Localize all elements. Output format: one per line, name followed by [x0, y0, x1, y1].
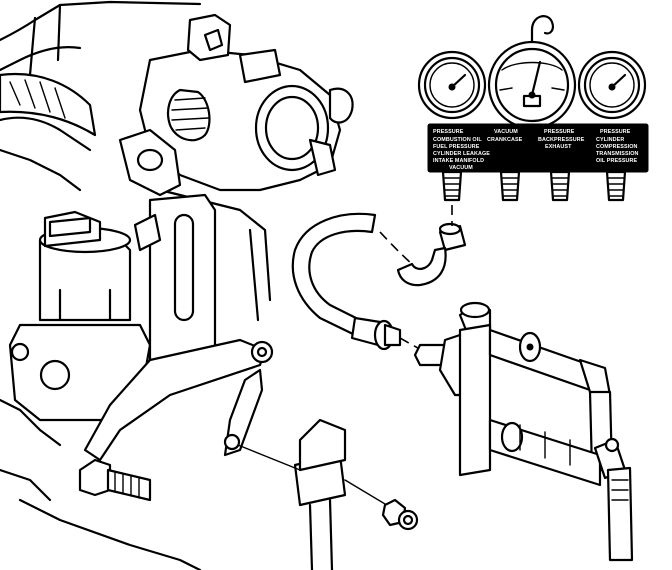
svg-text:INTAKE MANIFOLD: INTAKE MANIFOLD — [433, 158, 484, 164]
col3-header: PRESSURE — [544, 129, 575, 135]
svg-text:CYLINDER LEAKAGE: CYLINDER LEAKAGE — [433, 151, 490, 157]
label-column-3: PRESSURE BACKPRESSURE EXHAUST — [538, 129, 585, 150]
col4-header: PRESSURE — [600, 129, 631, 135]
svg-text:CRANKCASE: CRANKCASE — [487, 137, 523, 143]
svg-text:EXHAUST: EXHAUST — [545, 144, 572, 150]
label-column-2: VACUUM CRANKCASE — [487, 129, 523, 143]
engine-block — [0, 0, 272, 570]
air-intake-duct — [0, 73, 97, 137]
svg-text:TRANSMISSION: TRANSMISSION — [596, 151, 639, 157]
col2-header: VACUUM — [494, 129, 518, 135]
svg-text:OIL PRESSURE: OIL PRESSURE — [596, 158, 638, 164]
hose-fitting — [350, 316, 426, 353]
gauge-ports — [441, 170, 627, 202]
svg-text:BACKPRESSURE: BACKPRESSURE — [538, 137, 585, 143]
svg-text:FUEL PRESSURE: FUEL PRESSURE — [433, 144, 480, 150]
clamp-screw — [344, 479, 419, 531]
label-column-1: PRESSURE COMBUSTION OIL FUEL PRESSURE CY… — [433, 129, 490, 171]
col1-header: PRESSURE — [433, 129, 464, 135]
hose-manifold — [458, 301, 634, 562]
center-vacuum-gauge — [487, 40, 577, 130]
egr-valve — [8, 210, 152, 422]
hanging-hook — [530, 15, 554, 47]
svg-text:CYLINDER: CYLINDER — [596, 137, 624, 143]
hose-connector-elbow — [396, 205, 467, 287]
bracket-clamp — [237, 418, 347, 570]
throttle-body — [118, 13, 354, 197]
lower-bolt — [78, 458, 152, 502]
svg-text:VACUUM: VACUUM — [449, 165, 473, 171]
gauge-label-panel — [427, 123, 649, 173]
label-column-4: PRESSURE CYLINDER COMPRESSION TRANSMISSI… — [596, 129, 639, 164]
svg-text:COMPRESSION: COMPRESSION — [596, 144, 638, 150]
mounting-bracket — [83, 193, 274, 462]
gauge-set: PRESSURE COMBUSTION OIL FUEL PRESSURE CY… — [417, 15, 649, 202]
svg-text:COMBUSTION OIL: COMBUSTION OIL — [433, 137, 482, 143]
vacuum-hose — [291, 212, 413, 337]
